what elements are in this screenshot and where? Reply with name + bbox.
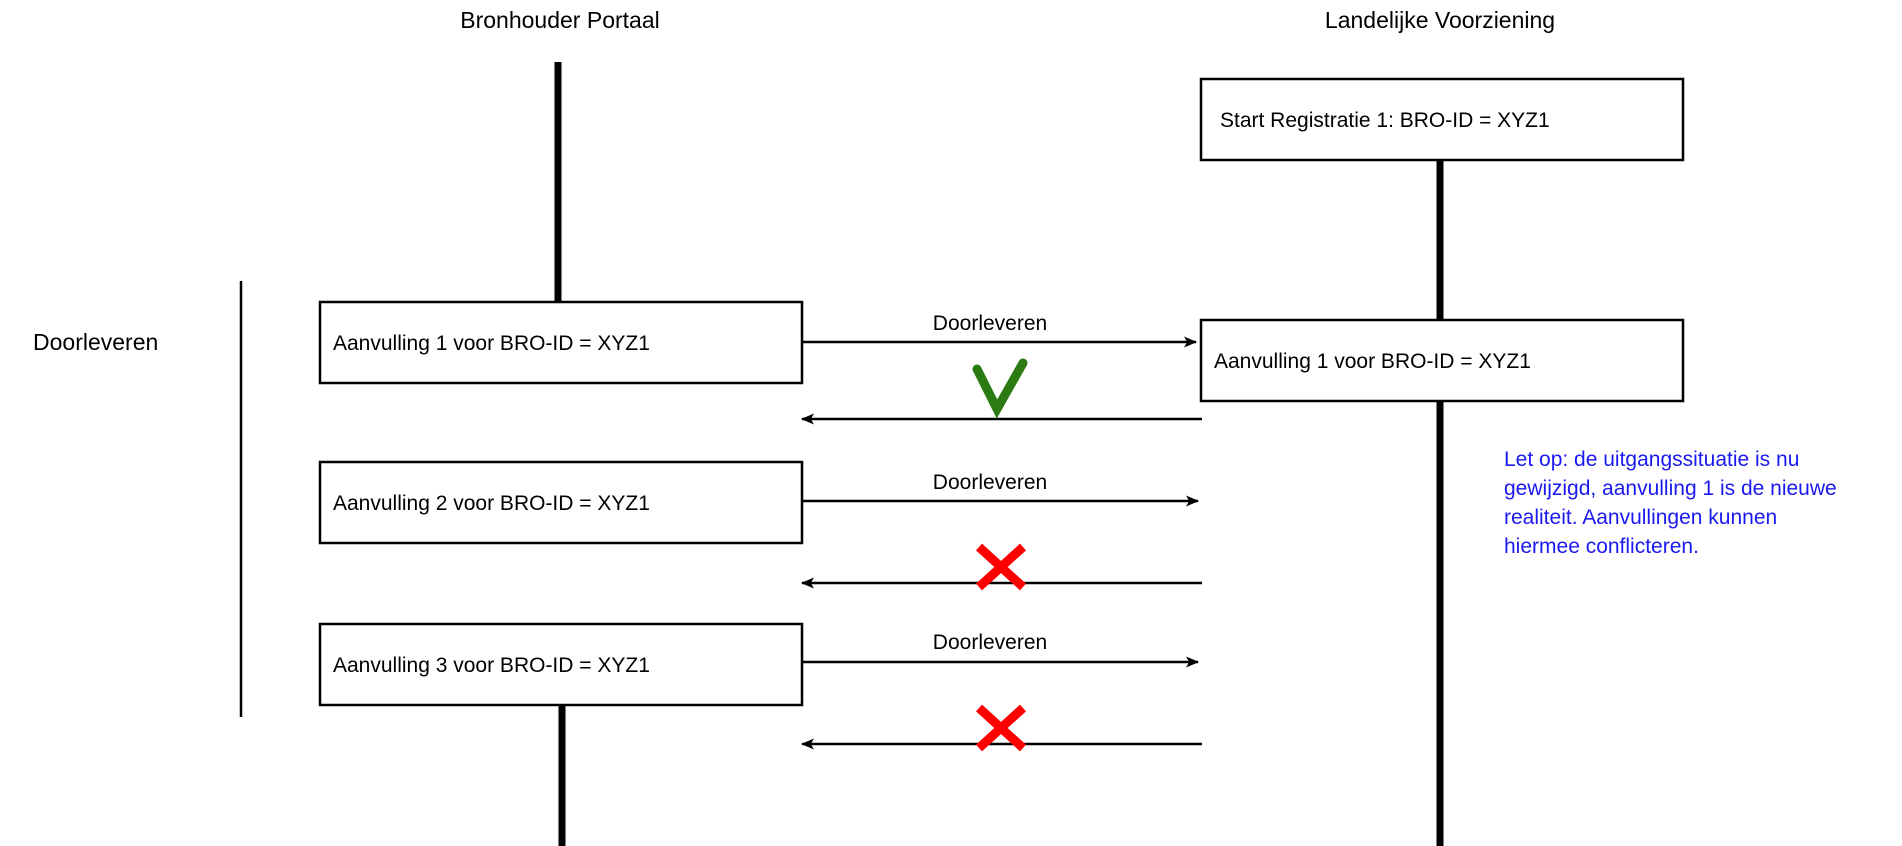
note-uitgangssituatie: Let op: de uitgangssituatie is nu gewijz… bbox=[1504, 448, 1837, 558]
aanvulling-1-box-label: Aanvulling 1 voor BRO-ID = XYZ1 bbox=[333, 332, 650, 355]
actor-title-bronhouder-portaal: Bronhouder Portaal bbox=[460, 7, 659, 33]
aanvulling-2-box bbox=[318, 460, 804, 545]
note-line-2: gewijzigd, aanvulling 1 is de nieuwe bbox=[1504, 477, 1837, 500]
aanvulling-1-accepted-box bbox=[1199, 318, 1685, 403]
note-line-4: hiermee conflicteren. bbox=[1504, 535, 1699, 558]
success-check-icon-1 bbox=[972, 358, 1028, 419]
start-registratie-box-label: Start Registratie 1: BRO-ID = XYZ1 bbox=[1220, 109, 1550, 132]
aanvulling-1-accepted-box-label: Aanvulling 1 voor BRO-ID = XYZ1 bbox=[1214, 350, 1531, 373]
start-registratie-box bbox=[1199, 77, 1685, 162]
message-doorleveren-1-label: Doorleveren bbox=[933, 312, 1047, 335]
message-doorleveren-2-label: Doorleveren bbox=[933, 471, 1047, 494]
group-label-doorleveren: Doorleveren bbox=[33, 329, 158, 355]
note-line-3: realiteit. Aanvullingen kunnen bbox=[1504, 506, 1777, 529]
aanvulling-3-box-label: Aanvulling 3 voor BRO-ID = XYZ1 bbox=[333, 654, 650, 677]
failure-cross-icon-3 bbox=[975, 704, 1027, 752]
aanvulling-3-box bbox=[318, 622, 804, 707]
message-doorleveren-3-label: Doorleveren bbox=[933, 631, 1047, 654]
aanvulling-2-box-label: Aanvulling 2 voor BRO-ID = XYZ1 bbox=[333, 492, 650, 515]
failure-cross-icon-2 bbox=[975, 543, 1027, 591]
note-line-1: Let op: de uitgangssituatie is nu bbox=[1504, 448, 1799, 471]
actor-title-landelijke-voorziening: Landelijke Voorziening bbox=[1325, 7, 1555, 33]
aanvulling-1-box bbox=[318, 300, 804, 385]
